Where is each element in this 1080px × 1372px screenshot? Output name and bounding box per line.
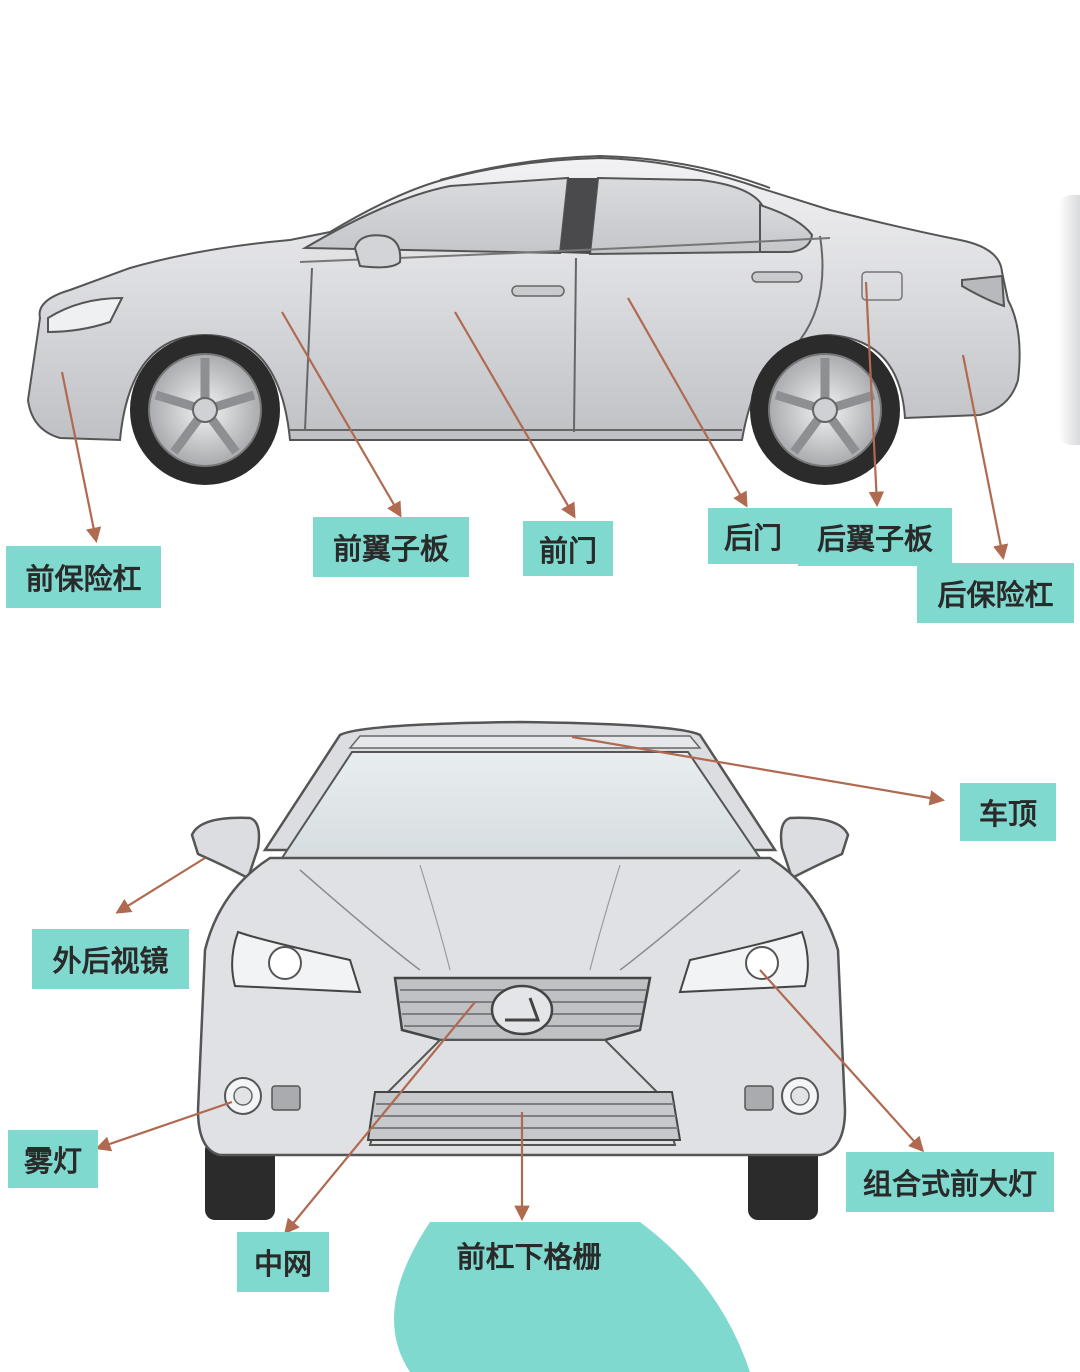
front-view-car-illustration — [95, 720, 946, 1235]
arrow-center-grille — [284, 1001, 476, 1235]
arrow-rear-fender — [864, 281, 885, 508]
side-view-arrows — [60, 281, 1009, 561]
arrow-side-mirror — [115, 857, 206, 914]
arrow-rear-bumper — [961, 354, 1009, 561]
label-front-fender: 前翼子板 — [313, 517, 469, 577]
front-wheel — [130, 335, 280, 485]
label-rear-bumper: 后保险杠 — [917, 563, 1074, 623]
front-car-body — [190, 720, 850, 1220]
label-roof: 车顶 — [960, 783, 1056, 841]
label-rear-fender: 后翼子板 — [798, 508, 952, 566]
car-body — [26, 154, 1021, 442]
side-view-car-illustration — [26, 154, 1021, 561]
label-front-bumper: 前保险杠 — [6, 546, 161, 608]
label-lower-grille: 前杠下格栅 — [456, 1240, 602, 1274]
arrow-headlight — [759, 969, 925, 1153]
arrow-front-door — [454, 311, 576, 519]
arrow-rear-door — [627, 297, 748, 508]
front-view-arrows — [95, 735, 946, 1235]
label-rear-door: 后门 — [708, 508, 798, 564]
label-side-mirror: 外后视镜 — [32, 929, 189, 989]
scroll-edge-shadow — [1058, 195, 1080, 445]
label-front-door: 前门 — [523, 521, 613, 576]
label-center-grille: 中网 — [237, 1232, 329, 1292]
arrow-front-fender — [281, 311, 402, 518]
arrow-front-bumper — [60, 371, 102, 544]
label-fog-light: 雾灯 — [8, 1130, 98, 1188]
arrow-fog-light — [95, 1100, 233, 1152]
decorative-teal-blob — [394, 1222, 750, 1372]
rear-wheel — [750, 335, 900, 485]
label-headlight: 组合式前大灯 — [846, 1152, 1054, 1212]
arrow-roof — [571, 735, 946, 806]
